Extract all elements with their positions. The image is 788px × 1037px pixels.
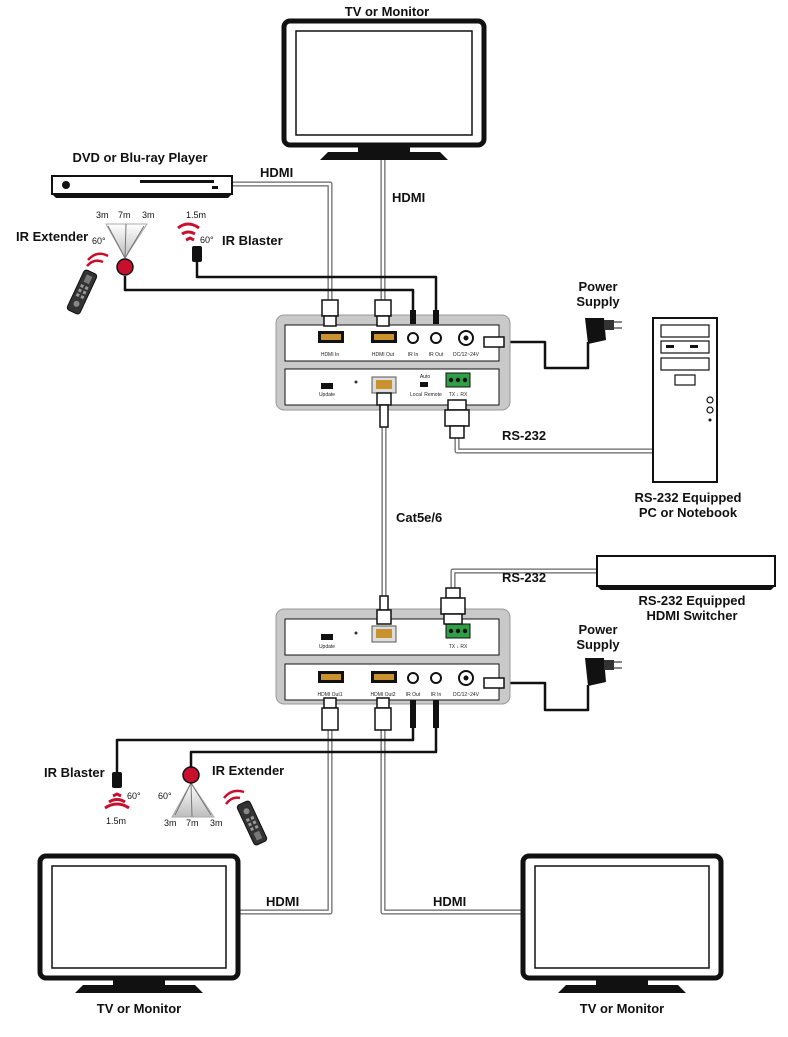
rx-port-hdmi-out2: HDMI Out2 xyxy=(370,692,395,698)
ir-blaster-bottom xyxy=(104,772,130,810)
rj45-connector-icon xyxy=(376,392,392,428)
hdmi-bottom-left-label: HDMI xyxy=(266,894,299,909)
hdmi-cable-rx-to-tv-left xyxy=(238,730,333,915)
tx-port-ir-out: IR Out xyxy=(429,352,444,358)
power-bottom-line2: Supply xyxy=(576,637,620,652)
rj45-connector-icon xyxy=(376,595,392,625)
rx-port-update: Update xyxy=(319,644,335,650)
ir-blaster-top-60: 60° xyxy=(200,235,214,245)
transmitter-device xyxy=(275,314,511,411)
rs232-top-label: RS-232 xyxy=(502,428,546,443)
ir-jack-icon xyxy=(410,310,439,324)
rx-port-ir-in: IR In xyxy=(431,692,442,698)
dc-plug-icon xyxy=(483,336,505,348)
tx-port-hdmi-out: HDMI Out xyxy=(372,352,395,358)
ir-extender-bottom-label: IR Extender xyxy=(212,763,284,778)
ir-ext-top-3m-left: 3m xyxy=(96,210,109,220)
cat-label: Cat5e/6 xyxy=(396,510,442,525)
rs232-bottom-label: RS-232 xyxy=(502,570,546,585)
hdmi-cable-rx-to-tv-right xyxy=(380,730,523,915)
remote-control-icon xyxy=(236,800,268,846)
ir-wires xyxy=(115,262,590,772)
ir-ext-top-7m: 7m xyxy=(118,210,131,220)
power-top-line1: Power xyxy=(578,279,617,294)
ir-ext-bottom-7m: 7m xyxy=(186,818,199,828)
rs232-cable-tx-to-pc xyxy=(454,438,653,454)
tv-top-label: TV or Monitor xyxy=(345,4,430,19)
ir-ext-bottom-3m-right: 3m xyxy=(210,818,223,828)
power-adapter-top xyxy=(585,318,622,344)
tv-bottom-right-label: TV or Monitor xyxy=(580,1001,665,1016)
tv-monitor-bottom-left xyxy=(37,853,241,993)
rx-port-rs232: TX ↓ RX xyxy=(449,644,468,650)
rs232-cable-rx-to-switcher xyxy=(450,568,597,590)
power-adapter-bottom xyxy=(585,658,622,686)
rx-port-ir-out: IR Out xyxy=(406,692,421,698)
hdmi-cable-dvd-to-tx xyxy=(232,181,333,300)
ir-blaster-bottom-label: IR Blaster xyxy=(44,765,105,780)
tv-monitor-bottom-right xyxy=(520,853,724,993)
receiver-device xyxy=(275,608,511,705)
ir-extender-bottom xyxy=(171,766,215,818)
ir-blaster-top-15: 1.5m xyxy=(186,210,206,220)
tx-switch-auto: Auto xyxy=(420,374,431,380)
dc-plug-icon xyxy=(483,677,505,689)
hdmi-connector-icon xyxy=(321,697,392,731)
ir-blaster-bottom-15: 1.5m xyxy=(106,816,126,826)
ir-blaster-bottom-60: 60° xyxy=(127,791,141,801)
switcher-label-line2: HDMI Switcher xyxy=(646,608,737,623)
hdmi-dvd-label: HDMI xyxy=(260,165,293,180)
hdmi-tv-top-label: HDMI xyxy=(392,190,425,205)
db9-connector-icon xyxy=(440,587,466,625)
tv-monitor-top xyxy=(281,18,487,160)
power-bottom-line1: Power xyxy=(578,622,617,637)
switcher-label-line1: RS-232 Equipped xyxy=(639,593,746,608)
tx-port-rs232: TX ↓ RX xyxy=(449,392,468,398)
ir-ext-bottom-60: 60° xyxy=(158,791,172,801)
tx-port-dc: DC/12~24V xyxy=(453,352,480,358)
ir-ext-bottom-3m-left: 3m xyxy=(164,818,177,828)
tv-bottom-left-label: TV or Monitor xyxy=(97,1001,182,1016)
ir-extender-top-label: IR Extender xyxy=(16,229,88,244)
dvd-player xyxy=(51,175,233,198)
tx-port-update: Update xyxy=(319,392,335,398)
ir-blaster-top-label: IR Blaster xyxy=(222,233,283,248)
tx-port-hdmi-in: HDMI In xyxy=(321,352,340,358)
ir-jack-icon xyxy=(410,700,439,728)
pc-tower xyxy=(652,317,718,483)
pc-label-line2: PC or Notebook xyxy=(639,505,738,520)
tx-switch-local: Local xyxy=(410,392,422,398)
dvd-label: DVD or Blu-ray Player xyxy=(72,150,207,165)
tx-switch-remote: Remote xyxy=(424,392,442,398)
hdmi-switcher xyxy=(596,555,776,590)
ir-signal-icon xyxy=(223,789,245,805)
db9-connector-icon xyxy=(444,399,470,439)
ir-extender-top xyxy=(105,223,148,276)
ir-ext-top-3m-right: 3m xyxy=(142,210,155,220)
tx-port-ir-in: IR In xyxy=(408,352,419,358)
ir-ext-top-60: 60° xyxy=(92,236,106,246)
remote-control-icon xyxy=(66,269,98,315)
ir-blaster-top xyxy=(177,222,202,262)
pc-label-line1: RS-232 Equipped xyxy=(635,490,742,505)
power-top-line2: Supply xyxy=(576,294,620,309)
rx-port-hdmi-out1: HDMI Out1 xyxy=(317,692,342,698)
rx-port-dc: DC/12~24V xyxy=(453,692,480,698)
hdmi-connector-icon xyxy=(321,299,392,327)
hdmi-bottom-right-label: HDMI xyxy=(433,894,466,909)
ir-signal-icon xyxy=(86,252,109,267)
